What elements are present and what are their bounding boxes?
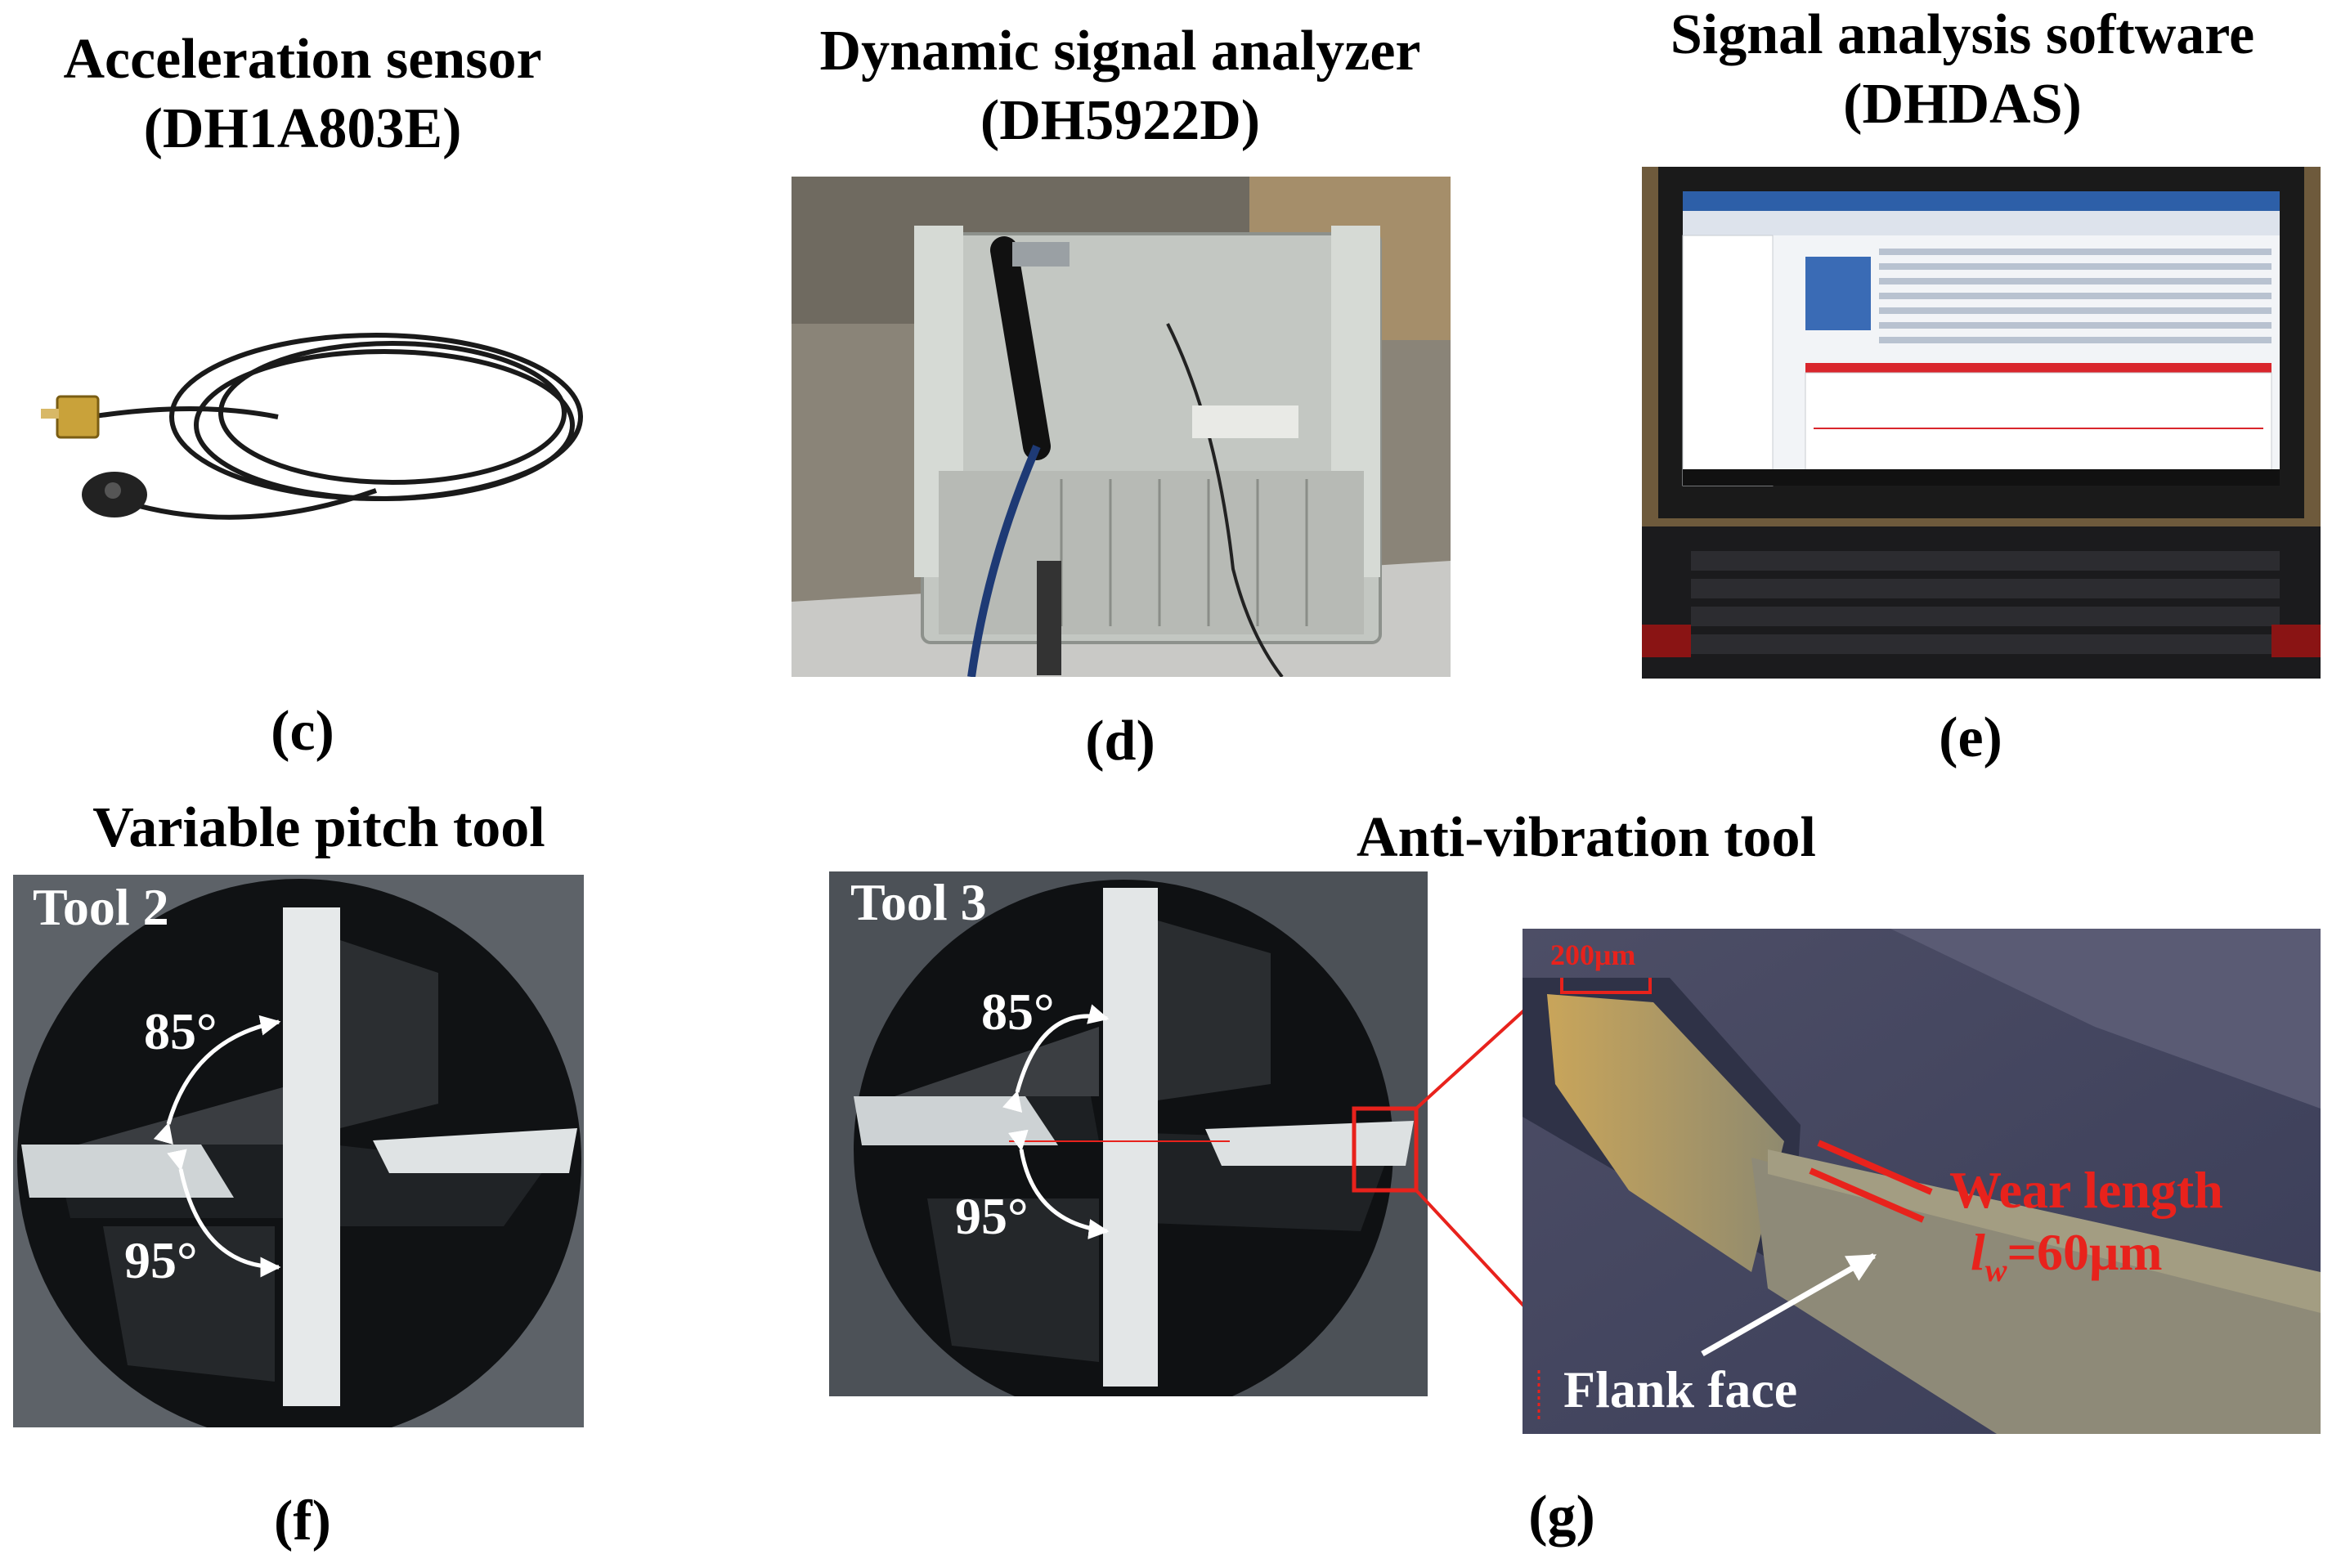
panel-g-caption: (g) bbox=[1528, 1485, 1595, 1548]
panel-f-caption: (f) bbox=[274, 1490, 331, 1552]
micrograph-annotations bbox=[1537, 978, 1933, 1419]
signal-analyzer-photo bbox=[792, 177, 1451, 677]
panel-e-title: Signal analysis software (DHDAS) bbox=[1603, 0, 2322, 140]
wear-length-number: =60μm bbox=[2007, 1223, 2163, 1281]
panel-g-angle-arrows bbox=[1002, 1004, 1110, 1239]
panel-f-angle-arrows bbox=[153, 1015, 281, 1278]
flank-wear-micrograph: 200μm Wear length lw=60μm Flank face bbox=[1523, 929, 2321, 1434]
wear-length-subscript-text: w bbox=[1984, 1251, 2007, 1288]
variable-pitch-tool-photo: Tool 2 85° 95° bbox=[13, 875, 584, 1427]
anti-vibration-tool-photo: Tool 3 85° 95° bbox=[829, 871, 1428, 1396]
acceleration-sensor-photo bbox=[33, 294, 589, 572]
panel-e-title-line1: Signal analysis software bbox=[1670, 3, 2255, 66]
scale-bar-label: 200μm bbox=[1550, 939, 1636, 971]
panel-e-caption: (e) bbox=[1939, 706, 2002, 769]
panel-f-title: Variable pitch tool bbox=[33, 793, 605, 862]
panel-d-title: Dynamic signal analyzer (DH5922D) bbox=[736, 16, 1505, 156]
wear-length-symbol: l bbox=[1971, 1223, 1985, 1281]
panel-e-title-line2: (DHDAS) bbox=[1843, 73, 2082, 137]
panel-d-caption: (d) bbox=[1085, 710, 1155, 773]
wear-length-title: Wear length bbox=[1949, 1161, 2223, 1219]
flank-face-label: Flank face bbox=[1563, 1360, 1798, 1418]
wear-line-upper bbox=[1817, 1140, 1933, 1195]
flank-arrow bbox=[1701, 1252, 1877, 1357]
panel-g-tool-label: Tool 3 bbox=[850, 873, 987, 931]
panel-c-caption: (c) bbox=[271, 700, 334, 763]
wear-line-lower bbox=[1809, 1167, 1925, 1223]
panel-g-title-text: Anti-vibration tool bbox=[1357, 806, 1816, 869]
laptop-software-photo bbox=[1642, 167, 2321, 679]
scale-bar bbox=[1560, 978, 1652, 994]
panel-c-title: Acceleration sensor (DH1A803E) bbox=[0, 25, 605, 164]
panel-d-title-line2: (DH5922D) bbox=[980, 89, 1261, 153]
panel-f-tool-label: Tool 2 bbox=[33, 878, 169, 936]
wear-length-subscript: w bbox=[1985, 1252, 2007, 1288]
panel-c-title-line2: (DH1A803E) bbox=[143, 97, 462, 161]
panel-d-title-line1: Dynamic signal analyzer bbox=[819, 20, 1421, 83]
wear-length-value: lw=60μm bbox=[1971, 1226, 2163, 1287]
panel-c-title-line1: Acceleration sensor bbox=[63, 28, 542, 91]
panel-g-title: Anti-vibration tool bbox=[1284, 803, 1889, 872]
panel-f-title-text: Variable pitch tool bbox=[92, 796, 545, 859]
